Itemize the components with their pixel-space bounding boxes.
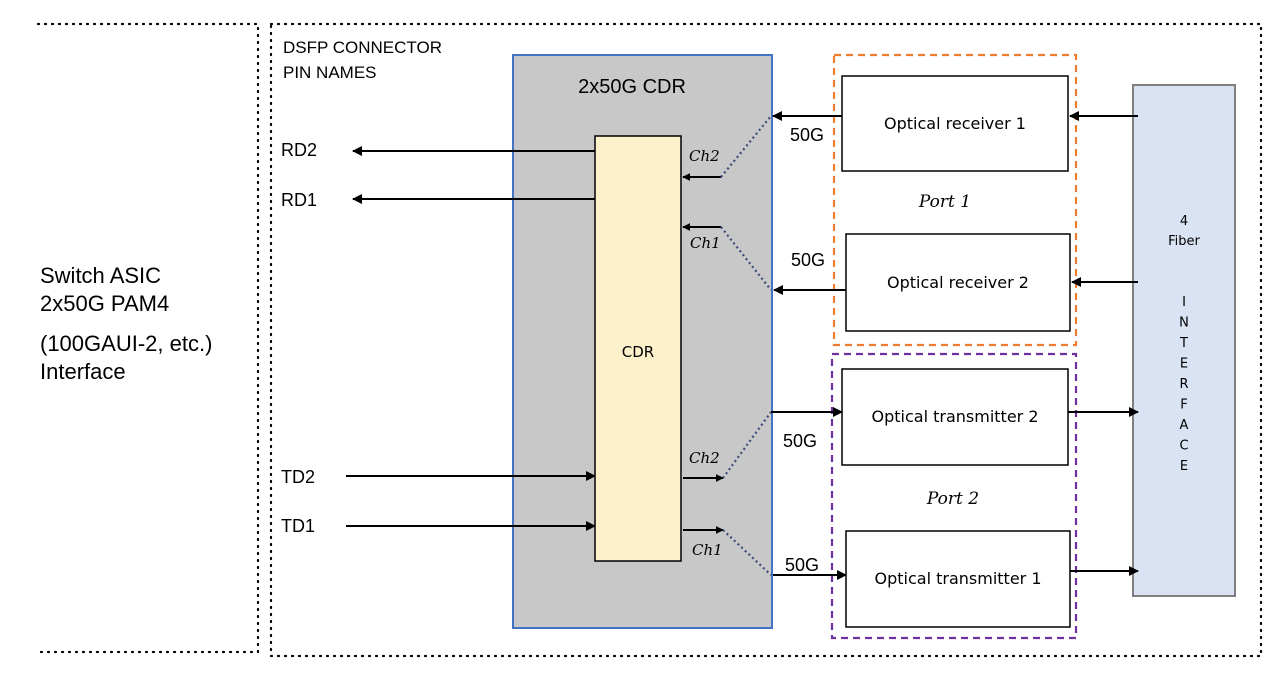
optical-transmitter-1-label: Optical transmitter 1 [875, 569, 1042, 588]
fiber-interface [1132, 84, 1236, 597]
tx1-rate-label: 50G [785, 555, 819, 575]
optical-receiver-2-label: Optical receiver 2 [887, 273, 1029, 292]
optical-receiver-2 [845, 233, 1071, 332]
rx-ch1-label: Ch1 [690, 234, 721, 252]
optical-transmitter-2 [841, 368, 1069, 466]
fiber-interface-letter: T [1179, 336, 1188, 351]
fiber-interface-letter: I [1182, 295, 1186, 310]
fiber-interface-letter: A [1180, 418, 1189, 433]
fiber-interface-letter: E [1180, 459, 1188, 474]
port1-label: Port 1 [918, 192, 971, 212]
rx-crossover-ch2 [720, 115, 772, 178]
fiber-interface-letter: F [1180, 398, 1187, 413]
cdr-core [594, 135, 682, 562]
rx-ch2-label: Ch2 [689, 147, 720, 165]
dsfp-module-region: DSFP CONNECTOR PIN NAMES [269, 22, 1263, 658]
optical-transmitter-2-label: Optical transmitter 2 [872, 407, 1039, 426]
cdr-core-label: CDR [622, 343, 654, 361]
switch-asic-line-3: (100GAUI-2, etc.) [40, 331, 212, 356]
fiber-interface-letter: N [1179, 316, 1189, 331]
tx-ch2-label: Ch2 [689, 449, 720, 467]
fiber-interface-word: Fiber [1168, 234, 1200, 249]
connector-heading-line-1: DSFP CONNECTOR [283, 38, 442, 57]
optical-transmitter-1 [845, 530, 1071, 628]
rx-crossover-ch1 [720, 226, 772, 291]
tx-ch1-label: Ch1 [692, 541, 723, 559]
fiber-interface-count: 4 [1180, 214, 1188, 229]
switch-asic-region: Switch ASIC 2x50G PAM4 (100GAUI-2, etc.)… [36, 22, 260, 654]
switch-asic-line-4: Interface [40, 359, 126, 384]
pin-label-td2: TD2 [281, 467, 315, 487]
pin-label-rd2: RD2 [281, 140, 317, 160]
connector-heading-line-2: PIN NAMES [283, 63, 377, 82]
tx-crossover-ch1 [722, 529, 772, 576]
fiber-interface-letter: E [1180, 357, 1188, 372]
tx2-rate-label: 50G [783, 431, 817, 451]
port2-label: Port 2 [926, 489, 979, 509]
optical-receiver-1-label: Optical receiver 1 [884, 114, 1026, 133]
cdr-block-title: 2x50G CDR [578, 76, 686, 98]
port2-box [830, 352, 1078, 640]
tx-crossover-ch2 [722, 411, 772, 479]
pin-label-td1: TD1 [281, 516, 315, 536]
switch-asic-line-1: Switch ASIC [40, 263, 161, 288]
fiber-interface-letter: C [1179, 439, 1188, 454]
rx2-rate-label: 50G [791, 250, 825, 270]
fiber-interface-letter: R [1179, 377, 1188, 392]
rx1-rate-label: 50G [790, 125, 824, 145]
port1-box [832, 53, 1078, 347]
optical-receiver-1 [841, 75, 1069, 172]
switch-asic-line-2: 2x50G PAM4 [40, 291, 169, 316]
pin-label-rd1: RD1 [281, 190, 317, 210]
